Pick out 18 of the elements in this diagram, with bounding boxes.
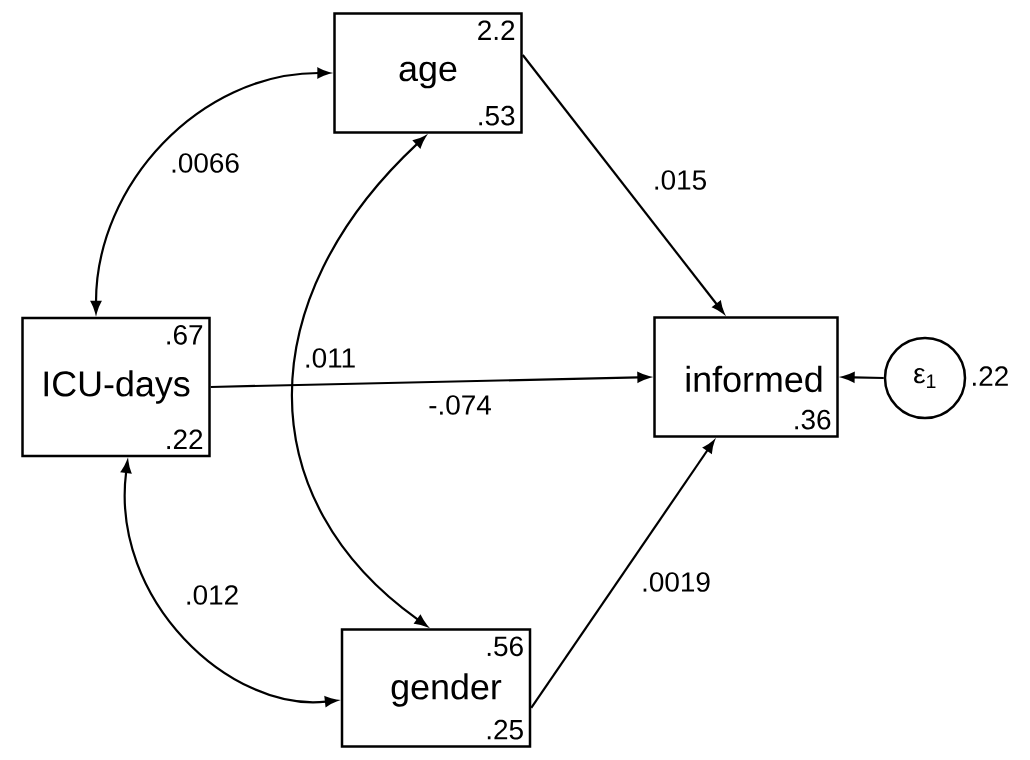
edge-label: -.074 xyxy=(427,394,493,416)
arrow xyxy=(521,54,725,314)
variable-box: informed .36 xyxy=(653,316,839,438)
variable-box: 2.2 age .53 xyxy=(333,12,523,134)
curved-double-arrow xyxy=(290,135,428,627)
variable-box: .56 gender .25 xyxy=(340,628,532,748)
curved-double-arrow xyxy=(121,460,338,707)
edge-label: .012 xyxy=(183,584,241,606)
curved-double-arrow xyxy=(90,67,330,314)
variable-box: .67 ICU-days .22 xyxy=(21,316,211,458)
edge-label: .0019 xyxy=(640,571,712,593)
edge-label: .015 xyxy=(651,169,709,191)
edge-label: .0066 xyxy=(169,152,241,174)
arrow xyxy=(210,372,650,389)
variance-label: .22 xyxy=(973,366,1008,386)
edge-label: .011 xyxy=(302,347,358,369)
arrow xyxy=(842,372,884,383)
arrow xyxy=(530,440,715,709)
